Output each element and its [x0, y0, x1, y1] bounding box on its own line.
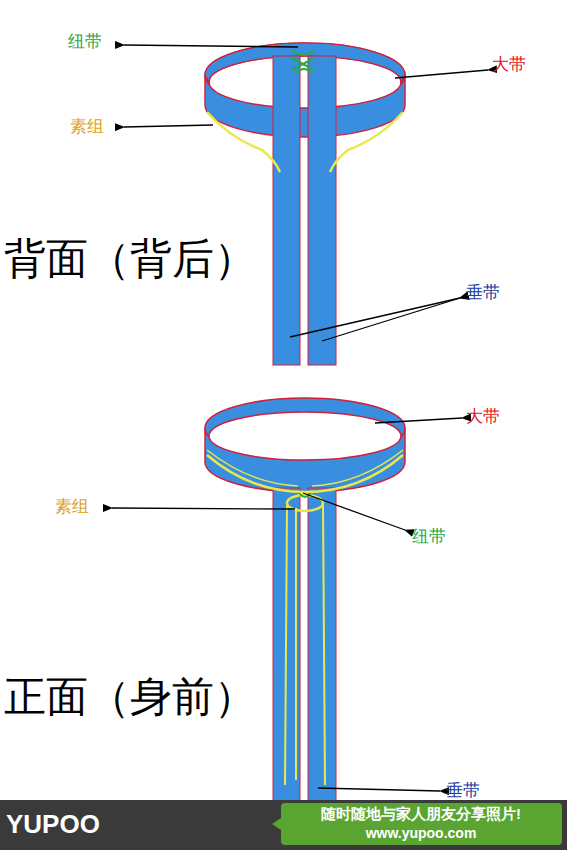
part-label: 垂带: [466, 284, 500, 303]
watermark-slogan: 随时随地与家人朋友分享照片!: [321, 806, 521, 823]
part-label: 大带: [466, 408, 500, 427]
view-title: 正面（身前）: [4, 674, 256, 720]
part-label: 纽带: [68, 33, 102, 52]
part-label: 垂带: [446, 782, 480, 801]
watermark-url: www.yupoo.com: [366, 826, 477, 841]
part-label: 纽带: [412, 528, 446, 547]
watermark-bar: [0, 800, 567, 850]
front-view: [112, 398, 462, 810]
watermark-logo: YUPOO: [6, 810, 100, 839]
back-view: [124, 43, 488, 365]
part-label: 大带: [492, 56, 526, 75]
view-title: 背面（背后）: [4, 236, 256, 282]
part-label: 素组: [70, 118, 104, 137]
part-label: 素组: [55, 498, 89, 517]
